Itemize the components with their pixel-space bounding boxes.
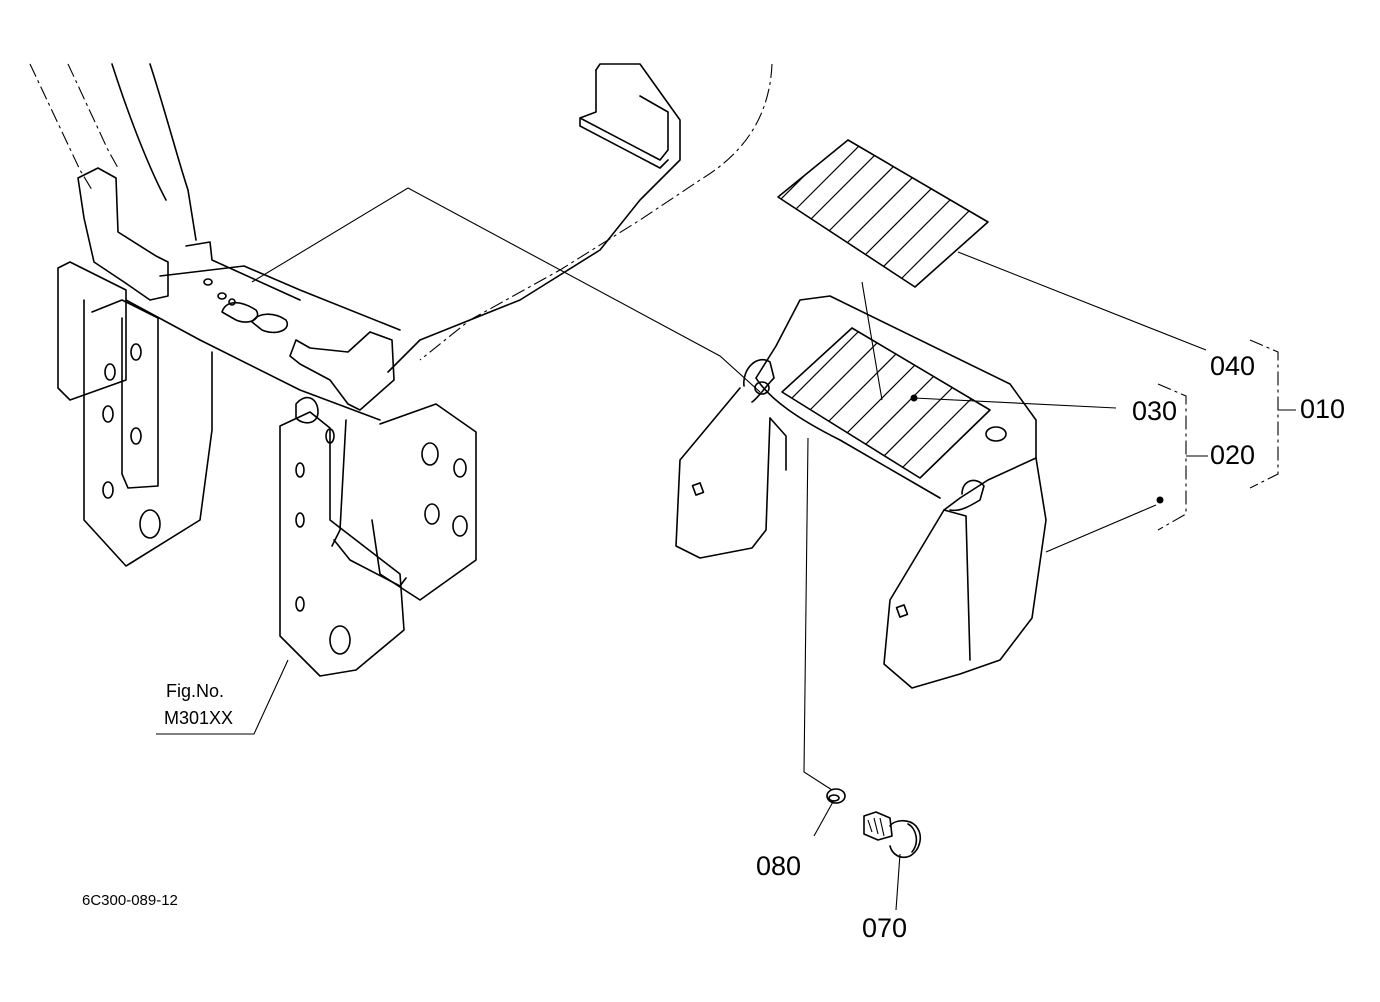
bolt (863, 811, 922, 859)
non-slip-plate (781, 327, 991, 479)
callout-dot-020 (1156, 496, 1164, 504)
tractor-frame (29, 63, 773, 677)
callout-020: 020 (1210, 440, 1255, 470)
callout-010: 010 (1300, 394, 1345, 424)
callout-030: 030 (1132, 396, 1177, 426)
callout-070: 070 (862, 913, 907, 943)
drawing-code: 6C300-089-12 (82, 892, 178, 909)
fig-no-label: Fig.No. (166, 681, 224, 701)
callout-dot-030 (910, 394, 918, 402)
fig-reference: Fig.No. M301XX (156, 659, 289, 735)
assembly-brackets (1157, 339, 1296, 531)
label-sticker (777, 139, 989, 401)
callout-080: 080 (756, 851, 801, 881)
fig-no-value: M301XX (164, 708, 233, 728)
callout-040: 040 (1210, 351, 1255, 381)
step-cover (675, 295, 1157, 689)
spring-washer (826, 788, 846, 804)
